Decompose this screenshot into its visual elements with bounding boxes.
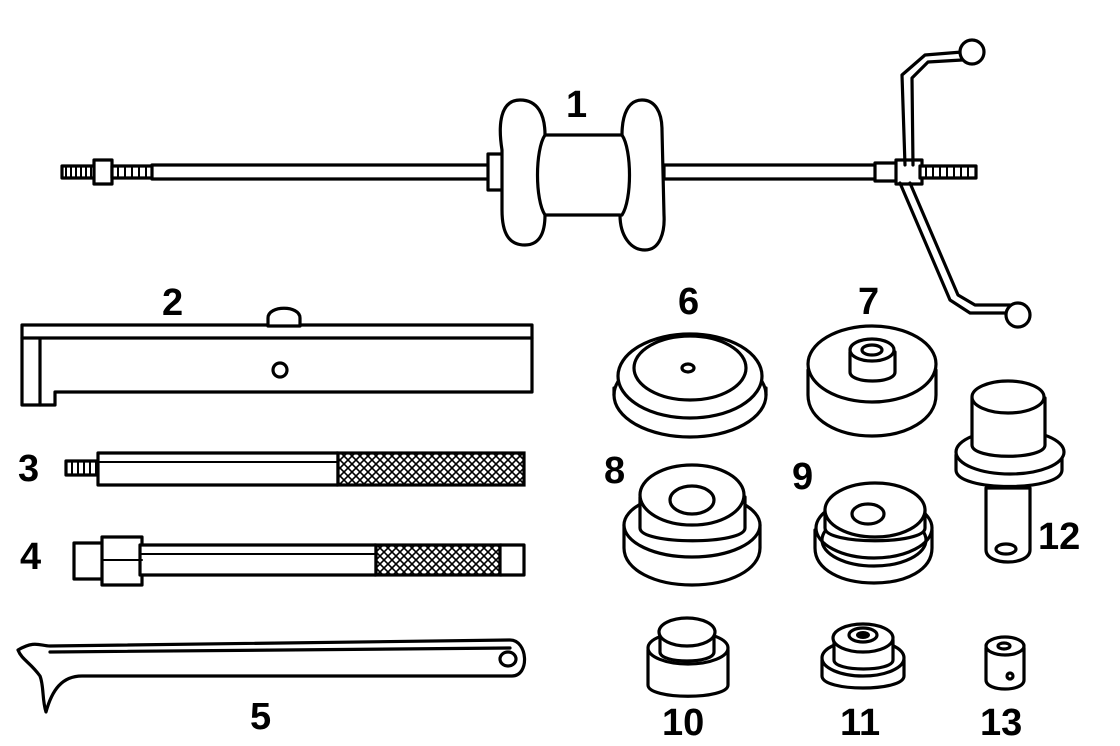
part-label-3: 3 xyxy=(18,448,40,490)
part-label-9: 9 xyxy=(792,456,814,498)
part-label-10: 10 xyxy=(662,702,705,744)
part-label-5: 5 xyxy=(250,696,272,738)
part-label-2: 2 xyxy=(162,282,184,324)
part-label-13: 13 xyxy=(980,702,1023,744)
slide-hammer-shaft xyxy=(150,163,494,181)
shouldered-spindle-12 xyxy=(954,379,1066,564)
slide-hammer-nut xyxy=(92,158,114,186)
part-label-1: 1 xyxy=(566,84,588,126)
stepped-adapter-7 xyxy=(806,324,938,438)
puller-bar xyxy=(20,306,534,407)
disc-adapter-6 xyxy=(612,332,768,439)
part-label-12: 12 xyxy=(1038,516,1081,558)
slide-hammer xyxy=(60,38,1032,329)
part-label-11: 11 xyxy=(840,702,881,744)
bushing-13 xyxy=(984,635,1026,691)
part-label-8: 8 xyxy=(604,450,626,492)
part-label-6: 6 xyxy=(678,281,700,323)
small-adapter-11 xyxy=(820,622,906,690)
knurled-rod-long xyxy=(72,535,526,587)
plug-10 xyxy=(646,616,730,698)
ring-adapter-8 xyxy=(622,463,762,587)
ring-adapter-9 xyxy=(813,481,934,585)
part-label-4: 4 xyxy=(20,536,42,578)
slide-hammer-crank xyxy=(900,50,964,167)
hook-bar xyxy=(16,638,527,714)
part-label-7: 7 xyxy=(858,281,880,323)
knurled-rod-short xyxy=(64,451,526,487)
